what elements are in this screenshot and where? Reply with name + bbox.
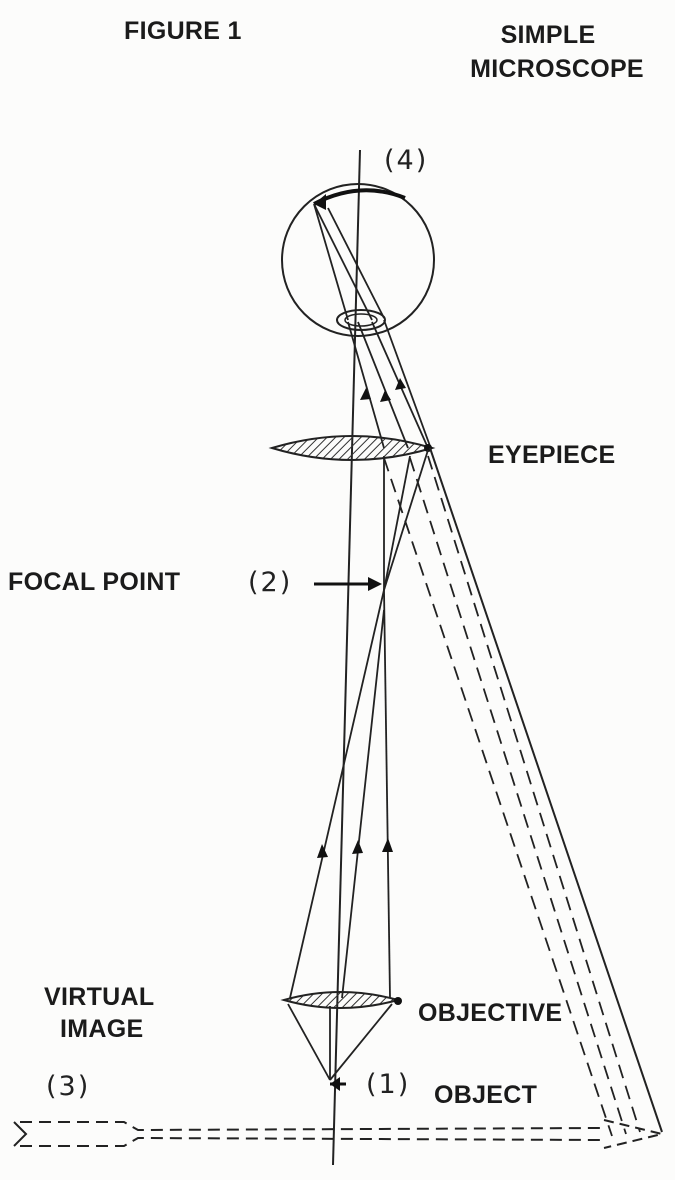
retina-arrowhead (314, 194, 326, 210)
figure-title: FIGURE 1 (124, 17, 242, 45)
eye-ray-3 (327, 207, 385, 319)
ray-objective-focal-2 (341, 609, 385, 999)
eye-lens-inner (344, 313, 378, 327)
eyepiece-label: EYEPIECE (488, 441, 616, 469)
ray-eye-eyepiece-2 (357, 321, 409, 449)
ray-objective-focal-3 (383, 589, 391, 999)
virtual-image-arrow (20, 1121, 601, 1147)
eye-ray-1 (313, 203, 349, 321)
ray-arrow-b (380, 390, 391, 402)
eye-lens (336, 309, 386, 331)
ray-eyepiece-focal-3 (383, 449, 429, 591)
ray-object-objective-3 (329, 1003, 393, 1081)
marker-1: (1) (366, 1069, 411, 1100)
ray-objective-focal-1 (289, 589, 385, 999)
virtual-ray-2 (427, 455, 641, 1133)
objective-lens (280, 991, 402, 1009)
virtual-ray-4 (383, 457, 613, 1137)
focal-pointer-head (368, 577, 382, 591)
ray-arrow-d (317, 844, 328, 858)
virtual-ray-3 (409, 457, 627, 1135)
ray-arrow-c (395, 378, 406, 390)
ray-eyepiece-focal-2 (383, 455, 411, 591)
ray-arrow-a (360, 388, 371, 400)
ray-arrow-e (352, 840, 363, 854)
marker-3: (3) (46, 1071, 91, 1102)
figure-subtitle-line2: MICROSCOPE (470, 55, 644, 83)
virtual-image-head (603, 1119, 663, 1149)
marker-2: (2) (248, 567, 293, 598)
objective-edge-dot (394, 997, 402, 1005)
virtual-image-label-line1: VIRTUAL (44, 983, 155, 1011)
eye-circle (281, 183, 435, 337)
virtual-ray-1 (429, 447, 663, 1133)
object-arrowhead (330, 1077, 340, 1091)
figure-subtitle-line1: SIMPLE (500, 21, 596, 49)
eye-ray-2 (313, 203, 373, 321)
ray-arrow-f (382, 838, 393, 852)
ray-eye-eyepiece-4 (383, 319, 431, 447)
virtual-image-label-line2: IMAGE (60, 1015, 144, 1043)
ray-eye-eyepiece-1 (347, 321, 385, 449)
eyepiece-lens (268, 435, 436, 461)
marker-4: (4) (384, 145, 429, 176)
optical-axis (332, 149, 361, 1166)
object-label: OBJECT (434, 1081, 538, 1109)
objective-label: OBJECTIVE (418, 999, 563, 1027)
virtual-image-tail (13, 1121, 28, 1147)
focal-point-label: FOCAL POINT (8, 568, 181, 596)
ray-object-objective-1 (287, 1003, 331, 1081)
